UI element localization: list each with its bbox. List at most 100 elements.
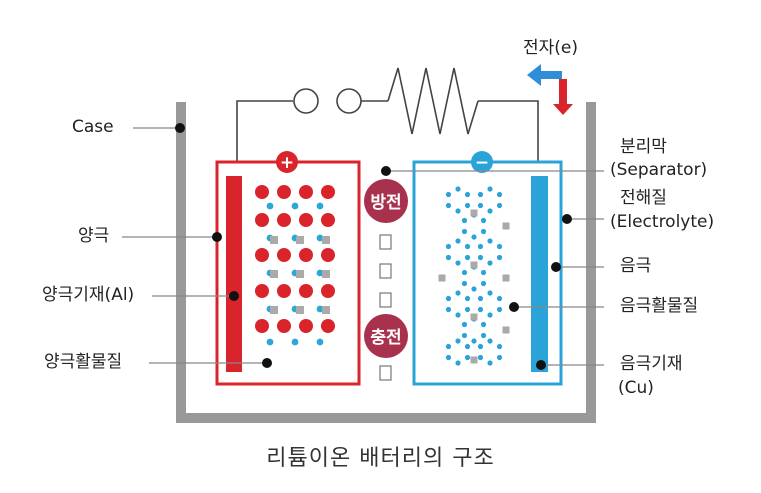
graphite-atom: [445, 306, 452, 313]
anode-collector-label-en: (Cu): [618, 378, 654, 398]
external-circuit: [236, 67, 539, 162]
graphite-atom: [496, 354, 503, 361]
graphite-atom: [455, 186, 461, 192]
cathode-vacancy: [322, 306, 330, 314]
cathode-collector-label: 양극기재(Al): [42, 285, 135, 305]
graphite-atom: [455, 260, 461, 266]
cathode-atom: [255, 319, 269, 333]
graphite-atom: [455, 338, 461, 344]
graphite-atom: [496, 243, 503, 250]
electron-arrow-icon: [527, 64, 573, 115]
cathode-atom: [277, 213, 291, 227]
graphite-atom: [496, 306, 503, 313]
lithium-ion: [316, 234, 324, 242]
cathode-active-material: [255, 185, 335, 346]
graphite-atom: [455, 290, 461, 296]
case-label: Case: [72, 117, 114, 137]
leader-dots: [175, 123, 572, 370]
graphite-atom: [445, 202, 452, 209]
cathode-active-label: 양극활물질: [44, 352, 123, 372]
cathode-atom: [299, 213, 313, 227]
graphite-atom: [461, 217, 468, 224]
graphite-atom: [477, 243, 484, 250]
diagram-caption: 리튬이온 배터리의 구조: [266, 446, 495, 471]
graphite-atom: [487, 290, 493, 296]
graphite-atom: [480, 321, 487, 328]
electrolyte-label-ko: 전해질: [620, 188, 667, 208]
cathode-vacancy: [296, 270, 304, 278]
electrolyte-label-en: (Electrolyte): [610, 212, 715, 232]
discharge-label: 방전: [370, 193, 401, 213]
anode-square: [470, 313, 478, 321]
graphite-atom: [480, 332, 487, 339]
graphite-atom: [496, 191, 503, 198]
separator-label-en: (Separator): [610, 160, 708, 180]
cathode-collector-bar: [226, 176, 242, 372]
graphite-atom: [477, 254, 484, 261]
minus-icon: −: [475, 153, 489, 173]
graphite-atom: [487, 338, 493, 344]
graphite-atom: [480, 269, 487, 276]
graphite-atom: [480, 280, 487, 287]
anode-square: [470, 261, 478, 269]
cathode-atom: [277, 185, 291, 199]
discharge-badge: [364, 179, 408, 223]
graphite-atom: [487, 186, 493, 192]
graphite-atom: [464, 354, 471, 361]
graphite-atom: [496, 295, 503, 302]
graphite-atom: [477, 202, 484, 209]
lithium-ion: [266, 202, 274, 210]
graphite-atom: [461, 321, 468, 328]
cathode-vacancy: [270, 306, 278, 314]
cathode-vacancy: [322, 270, 330, 278]
plus-badge: [276, 151, 298, 173]
cathode-atom: [277, 319, 291, 333]
graphite-atom: [445, 343, 452, 350]
anode-square: [470, 209, 478, 217]
anode-square: [470, 356, 478, 364]
graphite-atom: [455, 360, 461, 366]
graphite-atom: [461, 280, 468, 287]
cathode-label: 양극: [78, 226, 110, 246]
graphite-atom: [464, 295, 471, 302]
leader-lines: [122, 127, 604, 366]
graphite-atom: [445, 191, 452, 198]
separator-squares: [379, 234, 392, 381]
anode-label: 음극: [620, 256, 652, 276]
cathode-atom: [255, 248, 269, 262]
graphite-atom: [496, 343, 503, 350]
graphite-atom: [464, 254, 471, 261]
anode-square: [438, 274, 446, 282]
anode-active-material: [438, 186, 510, 366]
graphite-atom: [464, 343, 471, 350]
graphite-atom: [480, 228, 487, 235]
switch-icon: [293, 88, 319, 114]
lithium-ion: [316, 305, 324, 313]
cathode-atom: [321, 284, 335, 298]
graphite-atom: [487, 360, 493, 366]
cathode-atom: [321, 213, 335, 227]
graphite-atom: [445, 295, 452, 302]
graphite-atom: [464, 202, 471, 209]
graphite-atom: [487, 208, 493, 214]
cathode-atom: [255, 213, 269, 227]
cathode-atom: [255, 284, 269, 298]
cathode-vacancy: [296, 306, 304, 314]
graphite-atom: [445, 254, 452, 261]
lithium-ion: [266, 338, 274, 346]
graphite-atom: [471, 234, 477, 240]
graphite-atom: [477, 306, 484, 313]
lithium-ion: [291, 202, 299, 210]
graphite-atom: [445, 354, 452, 361]
graphite-atom: [455, 312, 461, 318]
lithium-ion: [291, 338, 299, 346]
graphite-atom: [464, 191, 471, 198]
graphite-atom: [445, 243, 452, 250]
electron-label: 전자(e): [523, 38, 579, 58]
graphite-atom: [477, 354, 484, 361]
graphite-atom: [455, 238, 461, 244]
cathode-atom: [277, 248, 291, 262]
anode-square: [502, 326, 510, 334]
graphite-atom: [496, 254, 503, 261]
